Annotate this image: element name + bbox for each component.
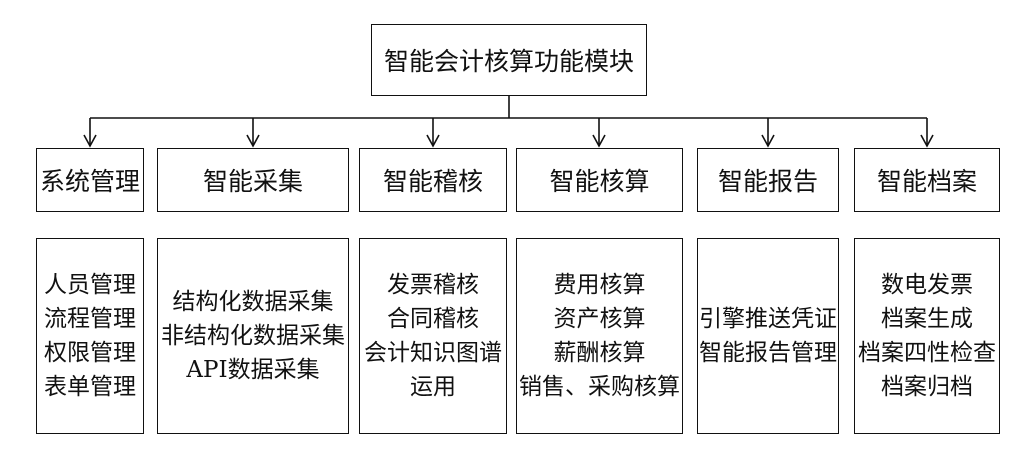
list-item: API数据采集 [186,357,320,383]
list-item: 表单管理 [44,374,136,400]
list-item: 非结构化数据采集 [161,323,345,349]
module-title-smart-audit: 智能稽核 [359,148,507,212]
root-module-box: 智能会计核算功能模块 [371,24,647,96]
list-item: 薪酬核算 [553,340,646,366]
module-items-smart-report: 引擎推送凭证 智能报告管理 [697,238,839,434]
list-item: 结构化数据采集 [172,289,334,315]
module-items-smart-audit: 发票稽核 合同稽核 会计知识图谱 运用 [359,238,507,434]
list-item: 档案生成 [881,306,973,332]
list-item: 费用核算 [553,272,646,298]
list-item: 档案四性检查 [858,340,996,366]
list-item: 智能报告管理 [699,340,837,366]
list-item: 资产核算 [553,306,646,332]
module-title-system-management: 系统管理 [36,148,144,212]
list-item: 权限管理 [44,340,136,366]
list-item: 运用 [410,374,456,400]
module-title-smart-accounting: 智能核算 [516,148,683,212]
module-items-system-management: 人员管理 流程管理 权限管理 表单管理 [36,238,144,434]
list-item: 引擎推送凭证 [699,306,837,332]
module-title-smart-collection: 智能采集 [157,148,349,212]
module-title-smart-report: 智能报告 [697,148,839,212]
list-item: 合同稽核 [387,306,479,332]
module-items-smart-archive: 数电发票 档案生成 档案四性检查 档案归档 [854,238,1000,434]
list-item: 会计知识图谱 [364,340,502,366]
module-title-smart-archive: 智能档案 [854,148,1000,212]
list-item: 销售、采购核算 [519,374,680,400]
module-items-smart-accounting: 费用核算 资产核算 薪酬核算 销售、采购核算 [516,238,683,434]
list-item: 流程管理 [44,306,136,332]
list-item: 人员管理 [44,272,136,298]
module-items-smart-collection: 结构化数据采集 非结构化数据采集 API数据采集 [157,238,349,434]
list-item: 档案归档 [881,374,973,400]
list-item: 数电发票 [881,272,973,298]
list-item: 发票稽核 [387,272,479,298]
